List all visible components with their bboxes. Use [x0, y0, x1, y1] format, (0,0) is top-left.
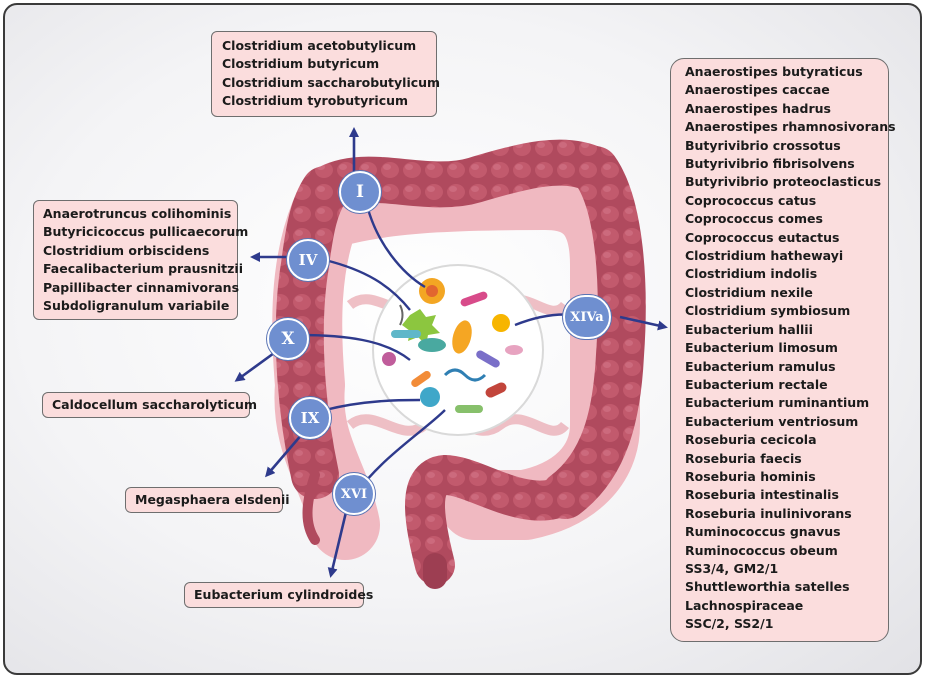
species-item: Subdoligranulum variabile	[43, 298, 230, 314]
species-item: Clostridium nexile	[685, 284, 813, 300]
species-item: Roseburia intestinalis	[685, 487, 839, 503]
species-item: Eubacterium ventriosum	[685, 413, 859, 429]
species-item: Butyrivibrio proteoclasticus	[685, 174, 882, 190]
cluster-label-x: X	[281, 329, 295, 349]
species-item: Clostridium tyrobutyricum	[222, 93, 409, 109]
species-item: Anaerostipes hadrus	[685, 100, 831, 116]
cluster-label-xvi: XVI	[340, 486, 368, 502]
species-item: Coprococcus comes	[685, 211, 823, 227]
species-item: Eubacterium rectale	[685, 376, 828, 392]
species-item: Megasphaera elsdenii	[135, 492, 290, 507]
species-item: Butyricicoccus pullicaecorum	[43, 224, 249, 240]
species-item: Ruminococcus obeum	[685, 542, 838, 558]
species-item: Shuttleworthia satelles	[685, 579, 850, 595]
cluster-xiva-species-box: Anaerostipes butyraticus Anaerostipes ca…	[670, 58, 896, 642]
species-item: Clostridium indolis	[685, 266, 818, 282]
species-item: Anaerostipes butyraticus	[685, 64, 863, 79]
species-item: Eubacterium limosum	[685, 340, 838, 356]
cluster-x-species-box: Caldocellum saccharolyticum	[42, 392, 257, 418]
cluster-i-species-box: Clostridium acetobutylicum Clostridium b…	[211, 31, 441, 117]
species-item: Clostridium saccharobutylicum	[222, 74, 441, 90]
species-item: Roseburia faecis	[685, 450, 802, 466]
species-item: Lachnospiraceae	[685, 597, 804, 613]
species-item: Faecalibacterium prausnitzii	[43, 261, 243, 277]
cluster-label-xiva: XIVa	[570, 309, 604, 325]
species-item: Caldocellum saccharolyticum	[52, 397, 257, 412]
species-item: Roseburia hominis	[685, 468, 816, 484]
species-item: Anaerostipes caccae	[685, 82, 830, 98]
cluster-badge-xvi: XVI	[333, 473, 375, 515]
species-item: Butyrivibrio fibrisolvens	[685, 156, 855, 172]
species-item: Butyrivibrio crossotus	[685, 137, 841, 153]
microbiome-circle-icon	[372, 264, 544, 436]
species-item: SS3/4, GM2/1	[685, 560, 779, 576]
species-item: Anaerotruncus colihominis	[43, 206, 232, 221]
species-item: Roseburia cecicola	[685, 432, 817, 448]
cluster-iv-species-box: Anaerotruncus colihominis Butyricicoccus…	[33, 200, 249, 321]
species-item: Eubacterium ruminantium	[685, 395, 870, 411]
species-item: Coprococcus eutactus	[685, 229, 840, 245]
species-item: Clostridium acetobutylicum	[222, 38, 417, 53]
species-item: Eubacterium hallii	[685, 321, 813, 337]
cluster-ix-species-box: Megasphaera elsdenii	[125, 487, 290, 513]
cluster-xvi-species-box: Eubacterium cylindroides	[184, 582, 374, 608]
cluster-badge-iv: IV	[287, 239, 329, 281]
species-item: Clostridium butyricum	[222, 56, 380, 72]
figure-frame: I IV X IX XVI XIVa Clostridium acetobuty…	[3, 3, 922, 675]
species-item: Clostridium symbiosum	[685, 303, 851, 319]
cluster-badge-ix: IX	[289, 397, 331, 439]
cluster-badge-xiva: XIVa	[563, 295, 611, 339]
species-item: Anaerostipes rhamnosivorans	[685, 119, 896, 135]
cluster-label-i: I	[356, 182, 364, 202]
cluster-label-iv: IV	[298, 251, 318, 269]
species-item: Coprococcus catus	[685, 192, 817, 208]
species-item: Ruminococcus gnavus	[685, 524, 841, 540]
species-item: SSC/2, SS2/1	[685, 616, 774, 632]
cluster-badge-x: X	[267, 318, 309, 360]
species-item: Clostridium orbiscidens	[43, 242, 210, 258]
species-item: Papillibacter cinnamivorans	[43, 279, 240, 295]
cluster-label-ix: IX	[300, 409, 320, 427]
species-item: Eubacterium ramulus	[685, 358, 836, 374]
species-item: Eubacterium cylindroides	[194, 587, 374, 602]
species-item: Clostridium hathewayi	[685, 248, 844, 264]
species-item: Roseburia inulinivorans	[685, 505, 852, 521]
cluster-badge-i: I	[339, 171, 381, 213]
